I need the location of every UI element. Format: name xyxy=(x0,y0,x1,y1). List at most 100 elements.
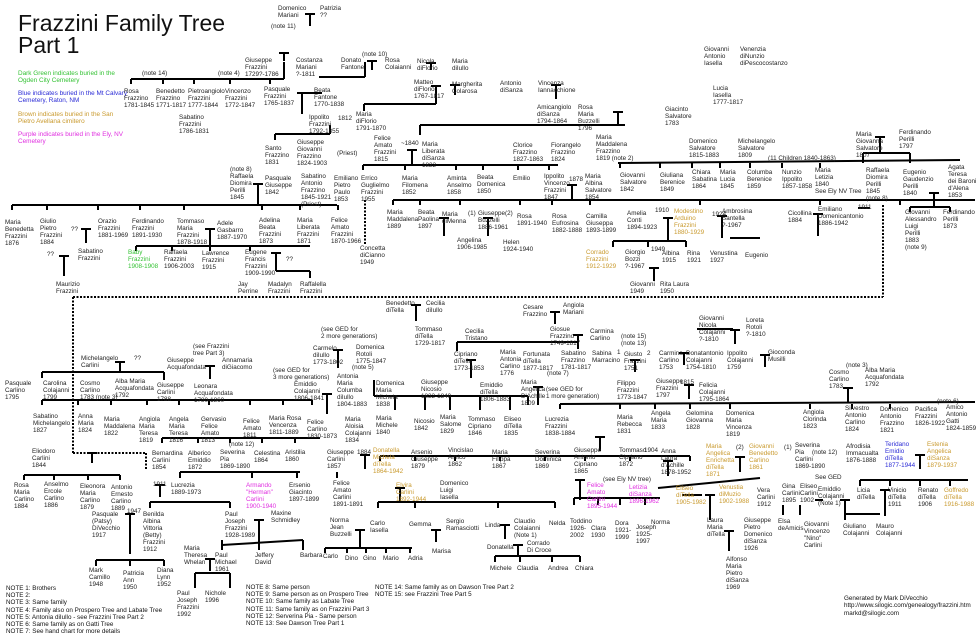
notes-list-2: NOTE 8: Same person NOTE 9: Same person … xyxy=(246,584,370,628)
person-node: Domenico Luigi Iasella xyxy=(440,480,469,501)
person-node: Claudia xyxy=(517,565,539,572)
person-node: Giuliano Colajanni xyxy=(843,523,870,537)
person-node: Maria Giovanna Salvatore 1807 xyxy=(856,131,883,159)
person-node: Giovanni 1949 xyxy=(630,281,655,295)
person-node: Nicola diFlorio xyxy=(417,58,438,72)
person-node: Giuliana Berenice 1849 xyxy=(660,172,685,193)
tree-annotation: (see GED for 1 more generation) xyxy=(546,386,600,400)
person-node: Amelia Conti 1894-1923 xyxy=(627,210,658,231)
person-node: Cecilia diIullo xyxy=(426,300,445,314)
person-node: Pasquale Carlino 1795 xyxy=(5,380,32,401)
person-node: Rosa Frazzino 1781-1845 xyxy=(124,88,155,109)
person-node: Loreta Rotoli ?-1810 xyxy=(746,317,766,338)
person-node: Giuseppe Carlini 1857 xyxy=(327,449,354,470)
person-node: Lucia Iasella 1777-1817 xyxy=(713,85,744,106)
page-title: Frazzini Family Tree Part 1 xyxy=(18,10,226,58)
tree-annotation: (2) xyxy=(736,444,744,451)
person-node: Toddino 1926- 2002 xyxy=(570,518,593,539)
person-node: Emiddio diTella 1806-1883 xyxy=(480,382,511,403)
tree-annotation: (note 8) xyxy=(230,166,252,173)
tree-annotation: (note 5) xyxy=(352,364,374,371)
person-node: Renato diTella 1906 xyxy=(918,487,939,508)
person-node: Maria Lucia 1845 xyxy=(720,169,736,190)
person-node: Cosmo Carlino 1783 (note 3) xyxy=(80,380,118,401)
credit-url[interactable]: http://www.silogic.com/genealogy/frazzin… xyxy=(844,602,971,610)
credits: Generated by Mark DiVecchio http://www.s… xyxy=(844,595,971,617)
person-node: Sergio Ramasciotti xyxy=(446,518,479,532)
person-node: Donato Fantone xyxy=(341,57,365,71)
person-node: Leonara Acquafondata 1780-1860 xyxy=(194,383,233,404)
person-node: Cicollina 1884 xyxy=(788,210,812,224)
tree-annotation: 2 xyxy=(647,350,651,357)
person-node: Maria Filippa 1867 xyxy=(492,449,511,470)
person-node: Giorgio Bozzi ?-1967 xyxy=(625,249,646,270)
person-node: Celestina 1864 xyxy=(254,450,281,464)
person-node: Maria Angelica D'Achille 1809 xyxy=(521,379,546,407)
person-node: Carlo xyxy=(323,553,339,560)
tree-annotation: (note 4) xyxy=(218,70,240,77)
person-node: Emiliano Pietro Paulo 1853 xyxy=(334,175,359,203)
person-node: Eugene Francis Frazzini 1909-1990 xyxy=(245,249,276,277)
person-node: Donatella xyxy=(487,544,514,551)
person-node: Modestino Arduino Frazzini 1880-1929 xyxy=(674,208,705,236)
person-node: Adria xyxy=(408,555,423,562)
person-node: Giovanni Antonio Iasella xyxy=(704,46,729,67)
tree-annotation: (note 6) xyxy=(937,398,959,405)
person-node: Madalyn Frazzini xyxy=(268,281,292,295)
person-node: Benilda Albina Vittoria (Betty) Frazzini… xyxy=(143,511,166,553)
person-node: Aristilia 1860 xyxy=(285,449,306,463)
person-node: Corrado Di Croce xyxy=(527,540,552,554)
person-node: Donatantonio Colajanni 1754-1810 xyxy=(686,350,724,371)
tree-annotation: 1947 xyxy=(127,508,142,515)
person-node: Gelomina Giovanna 1828 xyxy=(686,410,713,431)
person-node: Paul Joseph Frazzini 1992 xyxy=(177,590,200,618)
person-node: Giuseppe Nicosio 1832-1840 xyxy=(421,379,452,400)
legend-green: Dark Green indicates buried in the Ogden… xyxy=(18,70,115,85)
legend-purple: Purple indicates buried in the Ely, NV C… xyxy=(18,131,124,146)
notes-list-1: NOTE 1: Brothers NOTE 2: NOTE 3: Same fa… xyxy=(6,585,163,635)
credit-email[interactable]: markd@silogic.com xyxy=(844,609,900,617)
person-node: Giuseppe Buzzelli 1886-1961 xyxy=(478,210,509,231)
person-node: Patrizia ?? xyxy=(320,5,341,19)
person-node: Giovanni Nicola Colajanni ?-1810 xyxy=(699,315,726,343)
person-node: Giuseppe Frazzini 1797 xyxy=(656,378,683,399)
person-node: Giovanni Alessandro Luigi Perilli 1883 (… xyxy=(905,209,937,251)
person-node: Fortunata diTella 1877-1817 xyxy=(523,351,554,372)
person-node: Sabatino Michelangelo 1827 xyxy=(33,413,71,434)
tree-annotation: ?? xyxy=(286,256,294,263)
person-node: Maria diFlorio 1791-1870 xyxy=(356,111,387,132)
person-node: Emiddio Colajanni (Note 1) xyxy=(818,486,845,507)
tree-annotation: ?? xyxy=(134,355,142,362)
tree-annotation: (11 Children 1840-1863) xyxy=(768,155,836,162)
tree-annotation: (see Ely NV tree) xyxy=(603,476,651,483)
person-node: Giuseppe Pietro Domenico diSanza 1926 xyxy=(744,517,773,552)
tree-annotation: (note 10) xyxy=(362,51,388,58)
person-node: Carmelo diIullo 1773-1802 xyxy=(313,345,344,366)
person-node: Venustina 1927 xyxy=(710,250,738,264)
person-node: Maxine Schmidley xyxy=(271,510,301,524)
person-node: Giovanni Vincenzo "Nino" Carlini xyxy=(804,521,830,549)
person-node: Maurizio Frazzini xyxy=(56,281,80,295)
person-node: Maria diMenna xyxy=(442,211,467,225)
person-node: Pasquale Giuseppe 1842 xyxy=(265,175,292,196)
person-node: Maria Aloisia Colajanni 1834 xyxy=(345,416,372,444)
person-node: Rina 1921 xyxy=(687,250,702,264)
person-node: Gervasio Felice Amato 1813 xyxy=(201,416,227,444)
person-node: Nunzio Ippolito 1857-1858 xyxy=(782,169,813,190)
tree-annotation: (see GED for 2 more generations) xyxy=(321,326,378,340)
person-node: Angelina 1906-1985 xyxy=(457,237,488,251)
person-node: Corrado Frazzini 1912-1929 xyxy=(586,249,617,270)
person-node: Maria Filomena 1852 xyxy=(402,175,428,196)
person-node: Concetta diCianno 1949 xyxy=(360,245,386,266)
person-node: Santo Frazzino 1831 xyxy=(265,145,290,166)
person-node: Diana Lynn 1952 xyxy=(157,567,174,588)
person-node: Maria Rebecca 1831 xyxy=(617,414,642,435)
person-node: Claudio Colaianni (Note 1) xyxy=(514,518,541,539)
person-node: Vincenzo Frazzini 1772-1847 xyxy=(225,88,256,109)
person-node: Anna Maria 1824 xyxy=(78,413,94,434)
tree-annotation: 1 xyxy=(617,349,621,356)
tree-annotation: (note 11) xyxy=(271,23,296,30)
person-node: Eleonora Maria Carlino 1879 xyxy=(80,483,106,511)
person-node: Fiorangelo Frazzino 1824 xyxy=(551,142,581,163)
person-node: Felice Amato 1811 xyxy=(243,418,262,439)
